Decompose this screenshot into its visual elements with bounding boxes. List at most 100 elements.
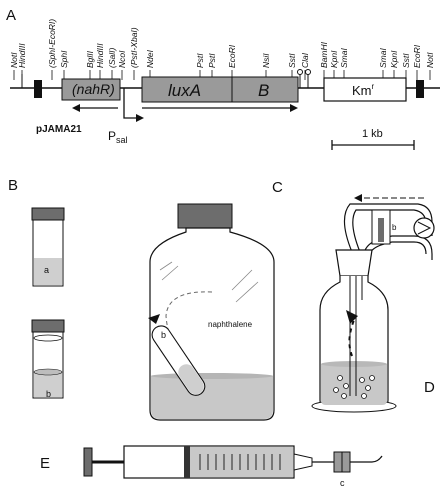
restriction-site-label: HindIII [17,43,27,68]
air-bubbles [333,375,375,399]
left-terminator-box [34,80,42,98]
restriction-site-label: SmaI [378,48,388,68]
tubing-return-1 [363,235,433,260]
terminator-loop-1 [297,69,303,75]
plasmid-name: pJAMA21 [36,124,82,135]
air-path-arrowhead [346,310,358,324]
restriction-site-label: PstI [195,53,205,68]
needle [350,455,383,463]
vial-b-liquid [34,372,62,397]
restriction-site-label: (SalI) [107,48,117,68]
kmr-gene-box [323,77,407,102]
luxA-label: luxA [168,81,201,100]
panel-b-label: B [8,177,18,194]
bubble [361,393,367,399]
plunger-handle [83,447,93,477]
tube-b [151,325,206,396]
panel-e-label: E [40,455,50,472]
restriction-site-label: KpnI [329,50,339,68]
bubble [333,387,339,393]
bottle-c-liquid [151,376,273,419]
panel-d-label: D [424,379,435,396]
scale-bar-label: 1 kb [362,128,383,140]
restriction-site-label: NcoI [117,50,127,68]
pump-triangle-icon [417,221,432,235]
bottle-d-surface [321,361,387,367]
restriction-site-label: NotI [425,52,435,68]
promoter-label: Psal [108,129,128,145]
tube-pointer-arrowhead [148,314,160,324]
panel-c-label: C [272,179,283,196]
vial-a-cap [31,207,65,221]
vial-a: a [31,207,65,287]
restriction-site-label: EcoRI [227,44,237,68]
naphthalene-outline [165,291,213,357]
restriction-site-label: NsiI [261,53,271,68]
tube-b-liquid [178,364,204,395]
syringe-e: c [83,445,383,488]
restriction-site-label: PstI [207,53,217,68]
vial-a-liquid [34,258,62,285]
vial-a-label: a [44,265,49,275]
bubble [343,383,349,389]
restriction-site-label: BamHI [319,41,329,68]
restriction-site-label: SstI [401,53,411,68]
terminator-loop-2 [305,69,311,75]
bubble [337,375,343,381]
restriction-site-label: SmaI [339,48,349,68]
vial-b-label: b [46,389,51,399]
bottle-c: b naphthalene [148,203,275,421]
vial-b-rim [33,334,63,342]
restriction-site-label: NdeI [145,49,155,68]
tubing-return-2 [369,241,427,255]
restriction-site-label: BglII [85,50,95,68]
bubble [341,393,347,399]
air-path-dashed [348,319,355,357]
panel-a-label: A [6,7,16,24]
restriction-site-label: KpnI [389,50,399,68]
lux-arrowhead [290,104,298,112]
nahR-label: (nahR) [72,81,115,97]
bottle-d-stopper [335,249,373,277]
bottle-c-reflections [159,261,259,303]
restriction-site-label: SstI [287,53,297,68]
bottle-d: b [311,194,435,413]
tubing-outer [343,203,433,253]
plunger-head [184,446,190,478]
nahR-arrowhead [72,104,80,112]
promoter-arrow [123,88,138,119]
naphthalene-label: naphthalene [208,320,253,329]
tube-b-label: b [161,330,166,340]
bottle-d-liquid [321,364,387,405]
vial-b-surface [33,368,63,376]
restriction-site-label: (PstI-XbaI) [129,27,139,68]
restriction-site-label: EcoRI [412,44,422,68]
restriction-site-label: (SphI-EcoRI) [47,19,57,68]
vial-b-cap [31,319,65,333]
filter-holder-label: c [340,478,345,488]
flow-arrowhead [354,194,362,202]
luxA-gene-box [141,76,233,103]
syringe-graduations [199,454,281,470]
kmr-label: Kmr [352,82,375,98]
luxB-label: B [258,81,269,100]
restriction-site-label: NotI [9,52,19,68]
luxB-gene-box [231,76,299,103]
bubble [369,375,375,381]
promoter-arrowhead [136,114,144,122]
bubble [359,377,365,383]
bubble [365,385,371,391]
syringe-liquid [190,447,293,477]
bottle-c-surface [151,373,273,379]
right-terminator-box [416,80,424,98]
filter-core [378,218,384,242]
bottle-c-cap [177,203,233,229]
nahR-gene-box [61,78,121,101]
restriction-site-label: SphI [59,50,69,68]
restriction-site-label: ClaI [300,52,310,68]
syringe-nozzle [293,453,313,471]
restriction-site-label: HindIII [95,43,105,68]
filter-tube-label: b [392,223,397,232]
